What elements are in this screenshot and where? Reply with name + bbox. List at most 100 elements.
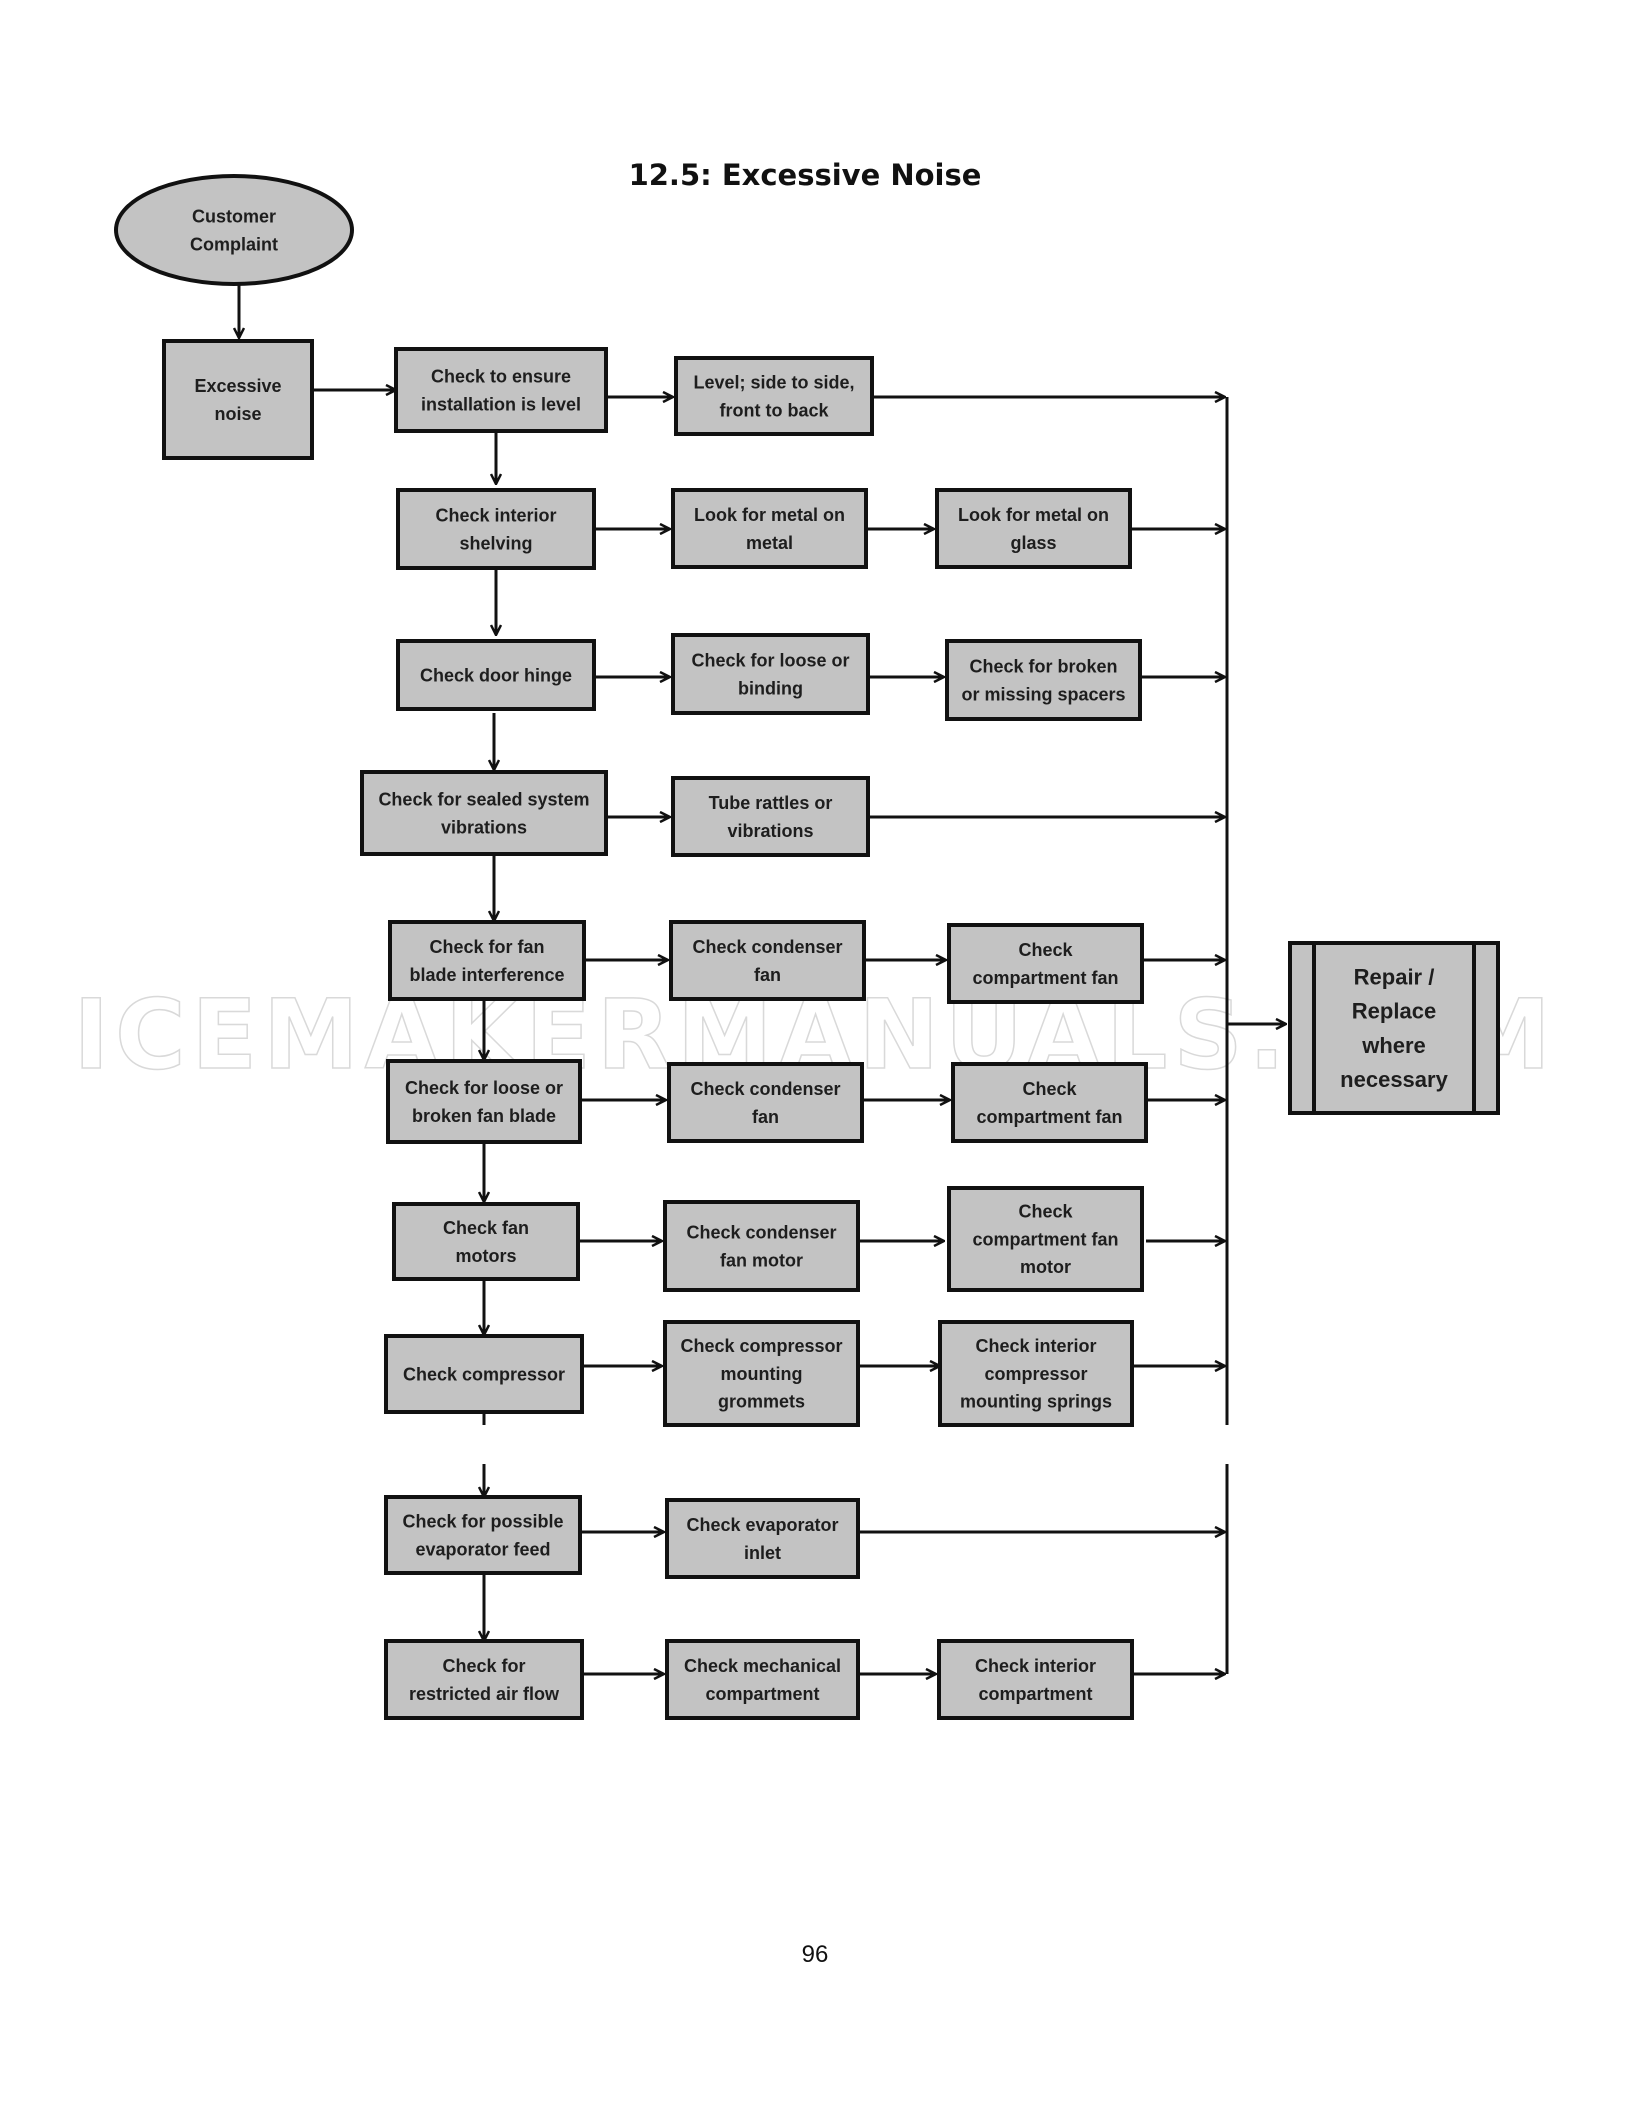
page-title: 12.5: Excessive Noise (629, 158, 982, 192)
node-metal-on-glass: Look for metal on glass (935, 488, 1132, 569)
node-label-line: metal (746, 533, 793, 553)
node-box (938, 1320, 1134, 1427)
node-box (951, 1062, 1148, 1143)
node-box (665, 1639, 860, 1720)
node-fan-interference: Check for fan blade interference (388, 920, 586, 1001)
node-box (947, 1186, 1144, 1292)
node-box (396, 639, 596, 711)
node-box (384, 1639, 584, 1720)
node-label-line: Check for loose or (405, 1078, 563, 1098)
node-box (947, 923, 1144, 1004)
node-label-line: grommets (718, 1392, 805, 1412)
node-label-line: Check interior (435, 505, 556, 525)
node-label-line: Excessive (194, 376, 281, 396)
node-label-line: compressor (984, 1364, 1087, 1384)
node-box (394, 347, 608, 433)
node-label-line: compartment (978, 1684, 1092, 1704)
node-box (671, 776, 870, 857)
node-label-line: Check for broken (969, 656, 1117, 676)
node-label-line: motor (1020, 1257, 1071, 1277)
node-label-line: Check mechanical (684, 1656, 841, 1676)
node-label-line: Level; side to side, (693, 372, 854, 392)
node-excessive-noise: Excessive noise (162, 339, 314, 460)
node-fan-motors: Check fan motors (392, 1202, 580, 1281)
node-label-line: Customer (192, 206, 276, 226)
node-label-line: Check interior (975, 1656, 1096, 1676)
node-condenser-fan-1: Check condenser fan (669, 920, 866, 1001)
page-number: 96 (802, 1941, 829, 1968)
node-label-line: fan (754, 965, 781, 985)
node-label-line: Look for metal on (958, 505, 1109, 525)
node-label-line: broken fan blade (412, 1106, 556, 1126)
node-label-line: inlet (744, 1543, 781, 1563)
node-label-line: Repair / (1354, 965, 1435, 990)
node-label-line: front to back (719, 400, 829, 420)
node-box (663, 1320, 860, 1427)
node-label-line: Check compressor (680, 1336, 842, 1356)
connector-lines (239, 284, 1286, 1674)
node-label-line: motors (455, 1246, 516, 1266)
node-label-line: Check (1022, 1079, 1077, 1099)
node-box (1288, 941, 1500, 1115)
node-box (384, 1334, 584, 1414)
node-label-line: shelving (459, 533, 532, 553)
node-box (667, 1062, 864, 1143)
node-label-line: Check for possible (402, 1511, 563, 1531)
node-box (937, 1639, 1134, 1720)
node-check-hinge: Check door hinge (396, 639, 596, 711)
node-label-line: fan motor (720, 1250, 803, 1270)
node-box (396, 488, 596, 570)
node-label-line: compartment (705, 1684, 819, 1704)
node-box (384, 1495, 582, 1575)
node-check-compressor: Check compressor (384, 1334, 584, 1414)
node-loose-fan-blade: Check for loose or broken fan blade (386, 1059, 582, 1144)
node-label-line: compartment fan (972, 968, 1118, 988)
node-box (945, 639, 1142, 721)
node-compressor-grommets: Check compressor mounting grommets (663, 1320, 860, 1427)
node-evaporator-inlet: Check evaporator inlet (665, 1498, 860, 1579)
node-box (392, 1202, 580, 1281)
node-box (360, 770, 608, 856)
node-label-line: mounting (721, 1364, 803, 1384)
node-label-line: Check for sealed system (378, 789, 589, 809)
node-label-line: Check for fan (429, 937, 544, 957)
node-label-line: compartment fan (972, 1229, 1118, 1249)
node-box (671, 633, 870, 715)
node-label-line: noise (214, 404, 261, 424)
node-label-line: Check for (442, 1656, 525, 1676)
node-label-line: Check condenser (690, 1079, 840, 1099)
node-label-line: Check evaporator (686, 1515, 838, 1535)
node-sealed-system: Check for sealed system vibrations (360, 770, 608, 856)
node-box (386, 1059, 582, 1144)
node-label-line: vibrations (441, 817, 527, 837)
node-label-line: Check condenser (692, 937, 842, 957)
node-label-line: Replace (1352, 999, 1436, 1024)
node-label-line: binding (738, 678, 803, 698)
node-label-line: Check condenser (686, 1222, 836, 1242)
node-box (162, 339, 314, 460)
node-box (674, 356, 874, 436)
node-label-line: glass (1010, 533, 1056, 553)
node-box (665, 1498, 860, 1579)
node-label-line: blade interference (409, 965, 564, 985)
node-label-line: necessary (1340, 1067, 1448, 1092)
node-label-line: Check fan (443, 1218, 529, 1238)
node-label-line: Check door hinge (420, 665, 572, 685)
node-label-line: Check interior (975, 1336, 1096, 1356)
node-box (671, 488, 868, 569)
node-label-line: Check to ensure (431, 366, 571, 386)
node-label-line: Tube rattles or (709, 793, 833, 813)
node-box (388, 920, 586, 1001)
node-condenser-fan-motor: Check condenser fan motor (663, 1200, 860, 1292)
